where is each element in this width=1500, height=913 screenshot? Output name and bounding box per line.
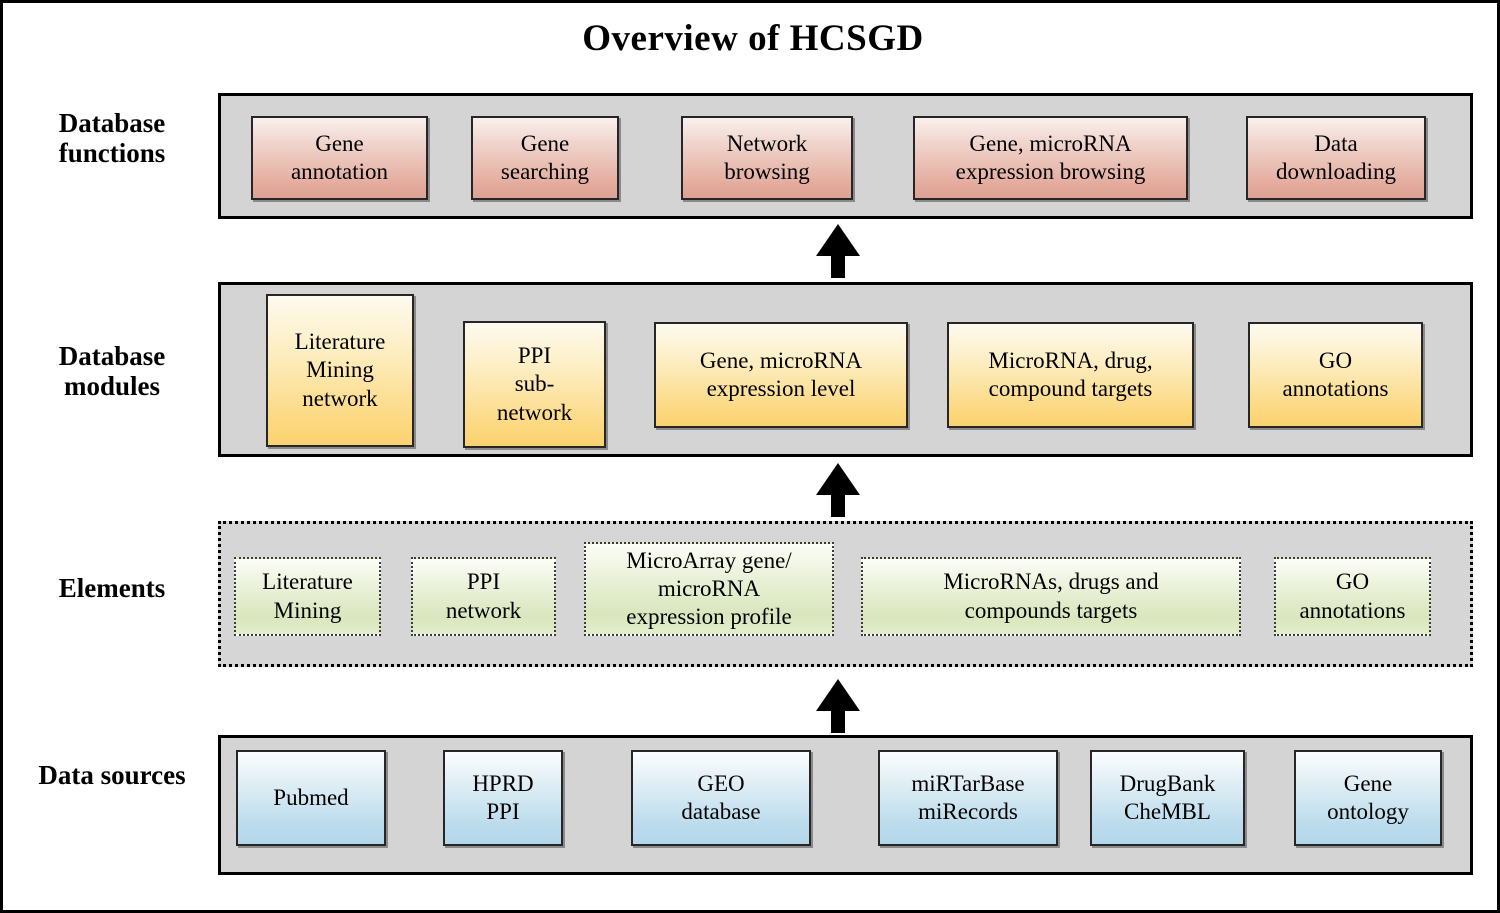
arrow-modules-to-functions <box>815 224 861 278</box>
node-literature-mining[interactable]: Literature Mining <box>234 557 381 636</box>
arrow-elements-to-modules <box>815 463 861 517</box>
band-database-modules: Literature Mining network PPI sub- netwo… <box>218 282 1473 457</box>
band-database-functions: Gene annotation Gene searching Network b… <box>218 93 1473 219</box>
row-label-database-modules: Database modules <box>58 341 166 402</box>
node-geo-database[interactable]: GEO database <box>631 750 811 846</box>
node-mirtarbase-mirecords[interactable]: miRTarBase miRecords <box>878 750 1058 846</box>
node-drugbank-chembl[interactable]: DrugBank CheMBL <box>1090 750 1245 846</box>
node-ppi-network[interactable]: PPI network <box>411 557 556 636</box>
node-gene-searching[interactable]: Gene searching <box>471 116 619 200</box>
node-network-browsing[interactable]: Network browsing <box>681 116 853 200</box>
node-gene-ontology[interactable]: Gene ontology <box>1294 750 1442 846</box>
node-microrna-drug-compound-targets[interactable]: MicroRNA, drug, compound targets <box>947 322 1194 428</box>
node-hprd-ppi[interactable]: HPRD PPI <box>443 750 563 846</box>
node-ppi-sub-network[interactable]: PPI sub- network <box>463 321 606 448</box>
node-micrornas-drugs-compounds-targets[interactable]: MicroRNAs, drugs and compounds targets <box>861 557 1241 636</box>
page-title: Overview of HCSGD <box>582 18 924 59</box>
node-microarray-expression-profile[interactable]: MicroArray gene/ microRNA expression pro… <box>584 542 834 636</box>
node-go-annotations-module[interactable]: GO annotations <box>1248 322 1423 428</box>
arrow-sources-to-elements <box>815 679 861 733</box>
node-literature-mining-network[interactable]: Literature Mining network <box>266 294 414 447</box>
band-data-sources: Pubmed HPRD PPI GEO database miRTarBase … <box>218 735 1473 875</box>
node-go-annotations-element[interactable]: GO annotations <box>1274 557 1431 636</box>
node-pubmed[interactable]: Pubmed <box>236 750 386 846</box>
node-gene-microrna-expression-browsing[interactable]: Gene, microRNA expression browsing <box>913 116 1188 200</box>
band-elements: Literature Mining PPI network MicroArray… <box>218 521 1473 667</box>
node-gene-microrna-expression-level[interactable]: Gene, microRNA expression level <box>654 322 908 428</box>
row-label-elements: Elements <box>58 573 166 603</box>
row-label-data-sources: Data sources <box>38 760 186 790</box>
node-data-downloading[interactable]: Data downloading <box>1246 116 1426 200</box>
node-gene-annotation[interactable]: Gene annotation <box>251 116 428 200</box>
row-label-database-functions: Database functions <box>58 108 166 169</box>
